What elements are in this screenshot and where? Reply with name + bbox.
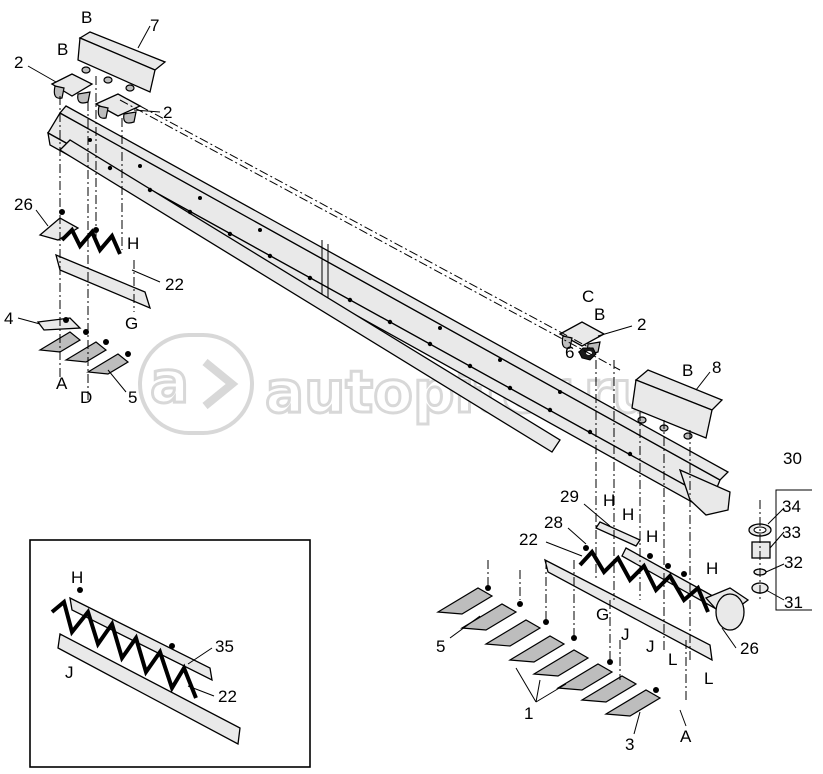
cutter-bar [47,105,731,516]
label-C-right: C [582,287,594,306]
label-D-left: D [80,388,92,407]
knife-guards-right [436,585,662,717]
label-30: 30 [783,449,802,468]
label-26-left: 26 [14,195,33,214]
label-22-right: 22 [519,530,538,549]
guard-plate-7 [77,31,167,93]
label-5-right: 5 [436,637,445,656]
label-L-right1: L [668,650,677,669]
label-H-left: H [127,234,139,253]
label-2-middle: 2 [163,103,172,122]
inset-label-J: J [65,663,74,682]
svg-text:a: a [150,348,189,416]
label-A-right: A [680,727,692,746]
label-B-right: B [594,305,605,324]
label-H-right2: H [622,505,634,524]
label-4: 4 [4,309,13,328]
clip-2-left [50,73,94,104]
label-B-right2: B [682,361,693,380]
label-B-left: B [57,40,68,59]
label-G-right: G [596,605,609,624]
label-34: 34 [782,497,801,516]
label-2-left: 2 [14,53,23,72]
leader-lines [17,25,785,735]
label-H-right4: H [706,559,718,578]
knife-section-right [544,521,750,662]
knife-section-left [38,209,152,310]
label-33: 33 [782,523,801,542]
inset-detail [29,539,311,768]
label-26-right: 26 [740,639,759,658]
inset-label-35: 35 [215,637,234,656]
label-29: 29 [560,487,579,506]
label-7: 7 [150,16,159,35]
knife-guards-left [36,317,131,375]
label-1: 1 [524,704,533,723]
bushing-assembly-30 [748,489,812,611]
assembly-lines [59,76,761,700]
callout-labels: B 7 B 2 2 26 H 22 G 4 A D 5 C B 2 6 B 8 … [4,8,803,754]
inset-label-22: 22 [218,687,237,706]
clip-2-middle [94,93,142,124]
label-6: 6 [565,343,574,362]
label-L-right2: L [704,669,713,688]
label-28: 28 [544,513,563,532]
label-3: 3 [625,735,634,754]
inset-label-H: H [71,568,83,587]
label-22-left: 22 [165,275,184,294]
label-32: 32 [784,553,803,572]
label-A-left: A [56,374,68,393]
label-31: 31 [784,593,803,612]
label-J-right2: J [646,637,655,656]
label-H-right1: H [603,491,615,510]
label-J-right1: J [621,625,630,644]
label-H-right3: H [646,527,658,546]
label-5-left: 5 [128,388,137,407]
label-G-left: G [125,314,138,333]
label-8: 8 [712,358,721,377]
label-2-right: 2 [637,315,646,334]
label-B-top: B [81,8,92,27]
